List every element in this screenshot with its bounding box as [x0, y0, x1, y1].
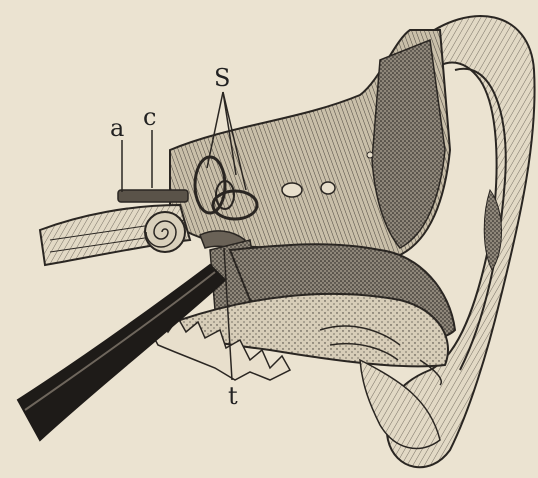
bone-hole-1: [282, 183, 302, 197]
structure-c: [118, 190, 188, 202]
label-s: S: [214, 66, 230, 90]
label-c: c: [143, 105, 156, 129]
bone-hole-3: [367, 152, 373, 158]
bone-hole-2: [321, 182, 335, 194]
label-a: a: [110, 116, 124, 140]
label-t: t: [228, 384, 238, 408]
